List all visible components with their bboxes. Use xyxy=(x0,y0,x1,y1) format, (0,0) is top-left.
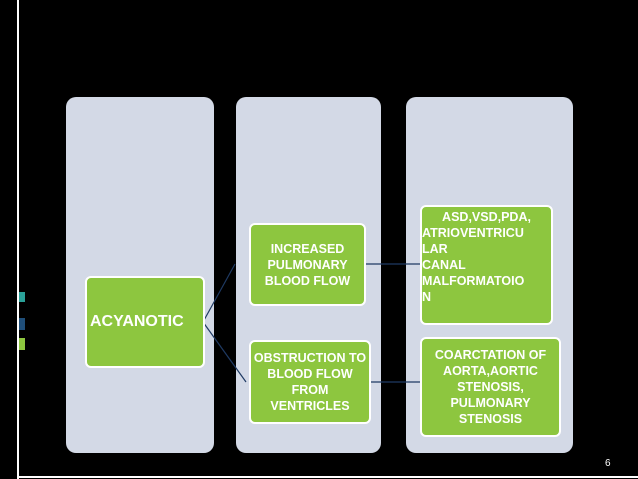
connector-root-to-increased xyxy=(202,263,236,323)
connector-root-to-obstruction xyxy=(202,321,247,383)
defects-line-5: MALFORMATOIO xyxy=(422,274,525,288)
obstruction-node: OBSTRUCTION TO BLOOD FLOW FROM VENTRICLE… xyxy=(249,340,371,424)
defects-line-1: ASD,VSD,PDA, xyxy=(442,210,531,224)
decorative-square-teal xyxy=(19,292,25,302)
level-1-column xyxy=(66,97,214,453)
defects-line-6: N xyxy=(422,290,432,304)
defects-line-4: CANAL xyxy=(422,258,466,272)
decorative-bottom-line xyxy=(19,476,638,478)
obstruction-label: OBSTRUCTION TO BLOOD FLOW FROM VENTRICLE… xyxy=(253,351,367,413)
defects-line-2: ATRIOVENTRICU xyxy=(422,226,524,240)
decorative-square-green xyxy=(19,338,25,350)
defects-node: ASD,VSD,PDA, ATRIOVENTRICU LAR CANAL MAL… xyxy=(420,205,553,325)
decorative-square-blue xyxy=(19,318,25,330)
decorative-vertical-line xyxy=(17,0,19,479)
stenosis-label: COARCTATION OF AORTA,AORTIC STENOSIS, PU… xyxy=(434,348,547,426)
acyanotic-label: ACYANOTIC xyxy=(90,313,184,330)
defects-line-3: LAR xyxy=(422,242,448,256)
page-number: 6 xyxy=(605,458,611,469)
increased-pulmonary-blood-flow-label: INCREASED PULMONARY BLOOD FLOW xyxy=(264,241,351,288)
stenosis-node: COARCTATION OF AORTA,AORTIC STENOSIS, PU… xyxy=(420,337,561,437)
increased-pulmonary-blood-flow-node: INCREASED PULMONARY BLOOD FLOW xyxy=(249,223,366,306)
acyanotic-node: ACYANOTIC xyxy=(85,276,205,368)
